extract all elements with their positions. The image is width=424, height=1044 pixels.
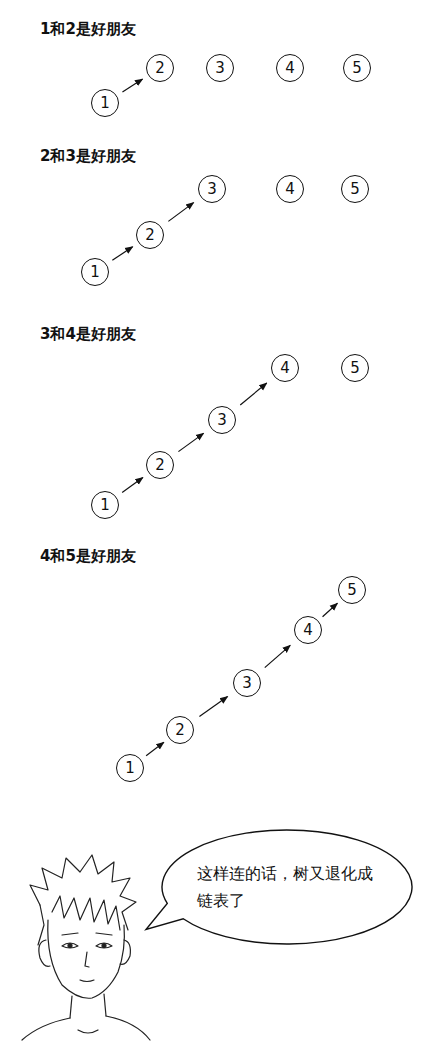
node-number: 4 [280,361,290,376]
number-circle: 3 [206,54,234,82]
node-number: 2 [145,228,155,243]
arrow-connector [323,603,338,617]
number-circle: 4 [276,54,304,82]
node-number: 5 [350,182,360,197]
number-circle: 1 [81,258,109,286]
number-circle: 4 [276,175,304,203]
arrow-connector [168,203,193,222]
number-circle: 4 [294,616,322,644]
number-circle: 4 [271,354,299,382]
arrow-connector [199,697,227,717]
number-circle: 2 [146,451,174,479]
node-number: 4 [285,61,295,76]
node-number: 1 [90,265,100,280]
node-number: 3 [215,61,225,76]
node-number: 4 [303,623,313,638]
arrow-connector [122,79,142,92]
node-number: 2 [175,723,185,738]
node-number: 5 [350,361,360,376]
panel-title: 4和5是好朋友 [40,547,136,566]
number-circle: 2 [166,716,194,744]
arrow-connector [178,433,203,451]
node-number: 3 [217,413,227,428]
number-circle: 1 [91,491,119,519]
bubble-outline [160,828,414,946]
number-circle: 2 [146,54,174,82]
node-number: 5 [352,61,362,76]
node-number: 3 [242,676,252,691]
arrow-connector [265,645,291,667]
number-circle: 1 [91,89,119,117]
number-circle: 5 [341,354,369,382]
node-number: 1 [100,498,110,513]
arrow-connector [122,477,143,492]
number-circle: 3 [233,669,261,697]
panel-title: 1和2是好朋友 [40,20,136,39]
panel-title: 2和3是好朋友 [40,147,136,166]
node-number: 3 [207,182,217,197]
node-number: 2 [155,61,165,76]
arrow-connector [240,383,266,405]
node-number: 2 [155,458,165,473]
speech-text: 这样连的话，树又退化成 链表了 [197,860,378,914]
node-number: 4 [285,182,295,197]
number-circle: 3 [208,406,236,434]
number-circle: 2 [136,221,164,249]
panel-title: 3和4是好朋友 [40,325,136,344]
speech-bubble: 这样连的话，树又退化成 链表了 [160,828,414,946]
arrow-connector [146,742,164,755]
number-circle: 1 [116,754,144,782]
node-number: 1 [125,761,135,776]
node-number: 1 [100,96,110,111]
number-circle: 5 [341,175,369,203]
number-circle: 5 [343,54,371,82]
node-number: 5 [347,583,357,598]
number-circle: 5 [338,576,366,604]
number-circle: 3 [198,175,226,203]
arrow-connector [112,247,132,261]
